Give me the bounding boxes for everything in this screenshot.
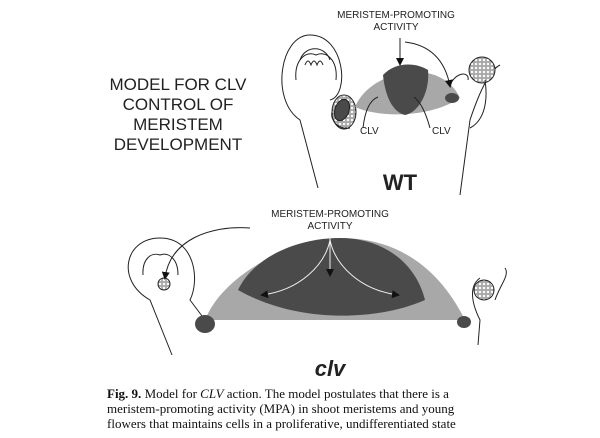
caption-line: meristem-promoting activity (MPA) in sho… [107,401,455,416]
clv-mpa-label: MERISTEM-PROMOTING [271,209,389,220]
clv-mpa-label: ACTIVITY [307,221,352,232]
caption-gene: CLV [200,386,224,401]
svg-text:MERISTEM: MERISTEM [133,115,223,134]
wt-mpa-label: MERISTEM-PROMOTING [337,10,455,21]
clv-label-right: CLV [432,126,451,137]
wt-panel [281,34,501,196]
caption-line: flowers that maintains cells in a prolif… [107,416,456,431]
wt-mpa-label: ACTIVITY [373,22,418,33]
clv-panel [127,227,507,356]
figure-caption: Fig. 9. Model for CLV action. The model … [107,386,587,431]
clv-label-left: CLV [360,126,379,137]
caption-text: Model for [141,386,201,401]
title-text: MODEL FOR CLV CONTROL OF MERISTEM DEVELO… [110,75,248,154]
clv-panel-label: clv [315,356,347,381]
caption-fig-label: Fig. 9. [107,386,142,401]
caption-text: action. The model postulates that there … [223,386,449,401]
svg-text:DEVELOPMENT: DEVELOPMENT [114,135,242,154]
svg-text:MODEL FOR CLV: MODEL FOR CLV [110,75,248,94]
wt-panel-label: WT [383,170,418,195]
svg-text:CONTROL OF: CONTROL OF [123,95,234,114]
